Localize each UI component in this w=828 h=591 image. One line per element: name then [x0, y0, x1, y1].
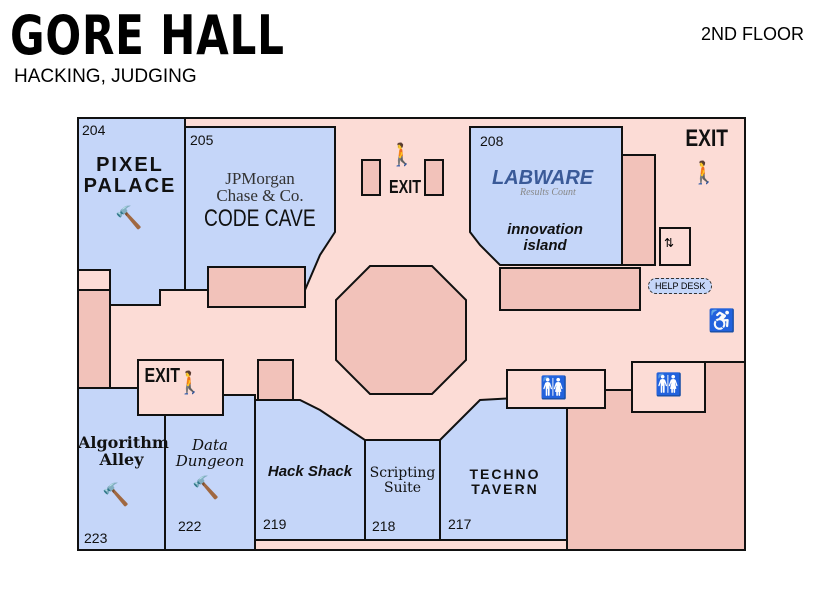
exit-label: EXIT [389, 177, 422, 197]
restroom-box [631, 361, 706, 413]
room-name: CODE CAVE [204, 205, 316, 232]
room-208 [469, 126, 623, 266]
block [77, 289, 111, 389]
sponsor-tagline: Results Count [520, 187, 576, 198]
room-number: 204 [82, 122, 106, 138]
restroom-box [506, 369, 606, 409]
stairs-icon: 🚶 [176, 370, 204, 395]
room-number: 208 [480, 133, 504, 149]
room-number: 217 [448, 516, 472, 532]
exit-label: EXIT [144, 365, 181, 387]
block [621, 154, 656, 266]
block [499, 267, 641, 311]
restroom-icon: 🚻 [655, 372, 683, 397]
gavel-icon: 🔨 [102, 482, 130, 507]
exit-label: EXIT [685, 125, 729, 152]
room-number: 218 [372, 518, 396, 534]
room-number: 219 [263, 516, 287, 532]
elevator [659, 227, 691, 266]
gavel-icon: 🔨 [115, 205, 143, 230]
room-number: 222 [178, 518, 202, 534]
stairs-icon: 🚶 [690, 160, 718, 185]
gavel-icon: 🔨 [192, 475, 220, 500]
room-205 [184, 126, 336, 291]
sponsor-logo-labware: LABWARE [492, 167, 594, 189]
block [207, 266, 306, 308]
help-desk: HELP DESK [648, 278, 713, 294]
octagon-atrium [335, 265, 467, 395]
exit-stair-box [137, 359, 224, 416]
building-title: GORE HALL [10, 4, 285, 67]
stairs-icon: 🚶 [388, 142, 416, 167]
building-subtitle: HACKING, JUDGING [14, 66, 197, 87]
elevator-icon: ⇅ [664, 236, 675, 250]
room-number: 205 [190, 132, 214, 148]
wheelchair-icon: ♿ [708, 308, 736, 333]
room-name: Hack Shack [267, 463, 353, 480]
room-218 [364, 439, 441, 541]
room-number: 223 [84, 530, 108, 546]
floor-label: 2ND FLOOR [700, 24, 804, 44]
room-222 [164, 394, 256, 551]
restroom-icon: 🚻 [540, 375, 568, 400]
